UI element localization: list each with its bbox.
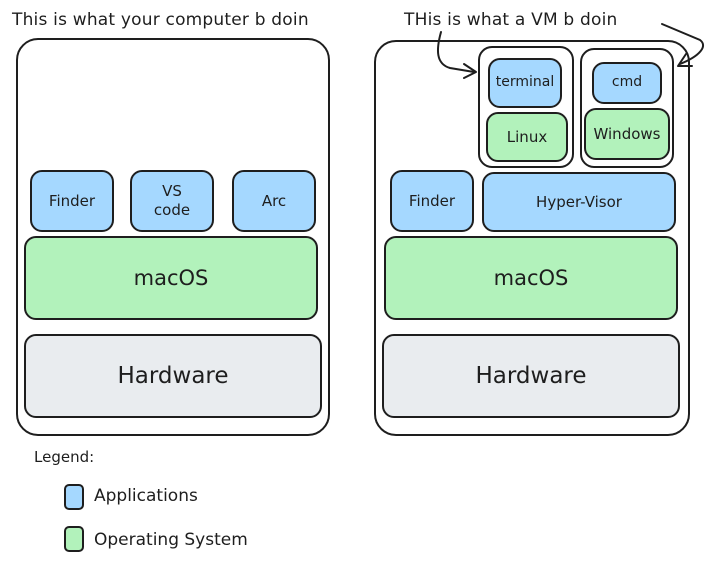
legend-label-applications: Applications — [94, 486, 198, 506]
left-diagram-title: This is what your computer b doin — [12, 10, 309, 30]
app-label: Finder — [48, 191, 96, 210]
arrow-to-linux-vm — [436, 31, 475, 73]
vm-app-terminal: terminal — [488, 58, 562, 108]
app-label: Finder — [408, 191, 456, 210]
app-box-arc: Arc — [232, 170, 316, 232]
arrow-to-windows-vm — [661, 23, 705, 65]
hardware-label: Hardware — [475, 362, 587, 389]
right-diagram-title: THis is what a VM b doin — [404, 10, 618, 30]
app-box-finder: Finder — [30, 170, 114, 232]
os-label: macOS — [133, 265, 209, 290]
os-layer-macos-vm: macOS — [384, 236, 678, 320]
app-label: VS code — [153, 182, 191, 219]
os-label: Windows — [593, 124, 661, 143]
vm-os-windows: Windows — [584, 108, 670, 160]
os-label: Linux — [506, 127, 548, 146]
hardware-layer: Hardware — [24, 334, 322, 418]
legend-swatch-operating-system — [64, 526, 84, 552]
app-label: Arc — [261, 191, 287, 210]
app-box-finder-vm: Finder — [390, 170, 474, 232]
legend-label-operating-system: Operating System — [94, 530, 248, 550]
arrow-head-linux — [463, 63, 477, 79]
arrow-head-windows — [677, 53, 693, 67]
app-label: cmd — [611, 74, 643, 91]
legend-title: Legend: — [34, 448, 95, 466]
os-layer-macos: macOS — [24, 236, 318, 320]
app-label: terminal — [495, 74, 555, 91]
app-box-vscode: VS code — [130, 170, 214, 232]
hardware-label: Hardware — [117, 362, 229, 389]
vm-app-cmd: cmd — [592, 62, 662, 104]
app-label: Hyper-Visor — [536, 192, 622, 211]
vm-os-linux: Linux — [486, 112, 568, 162]
app-box-hypervisor: Hyper-Visor — [482, 172, 676, 232]
legend-swatch-applications — [64, 484, 84, 510]
os-label: macOS — [493, 265, 569, 290]
hardware-layer-vm: Hardware — [382, 334, 680, 418]
